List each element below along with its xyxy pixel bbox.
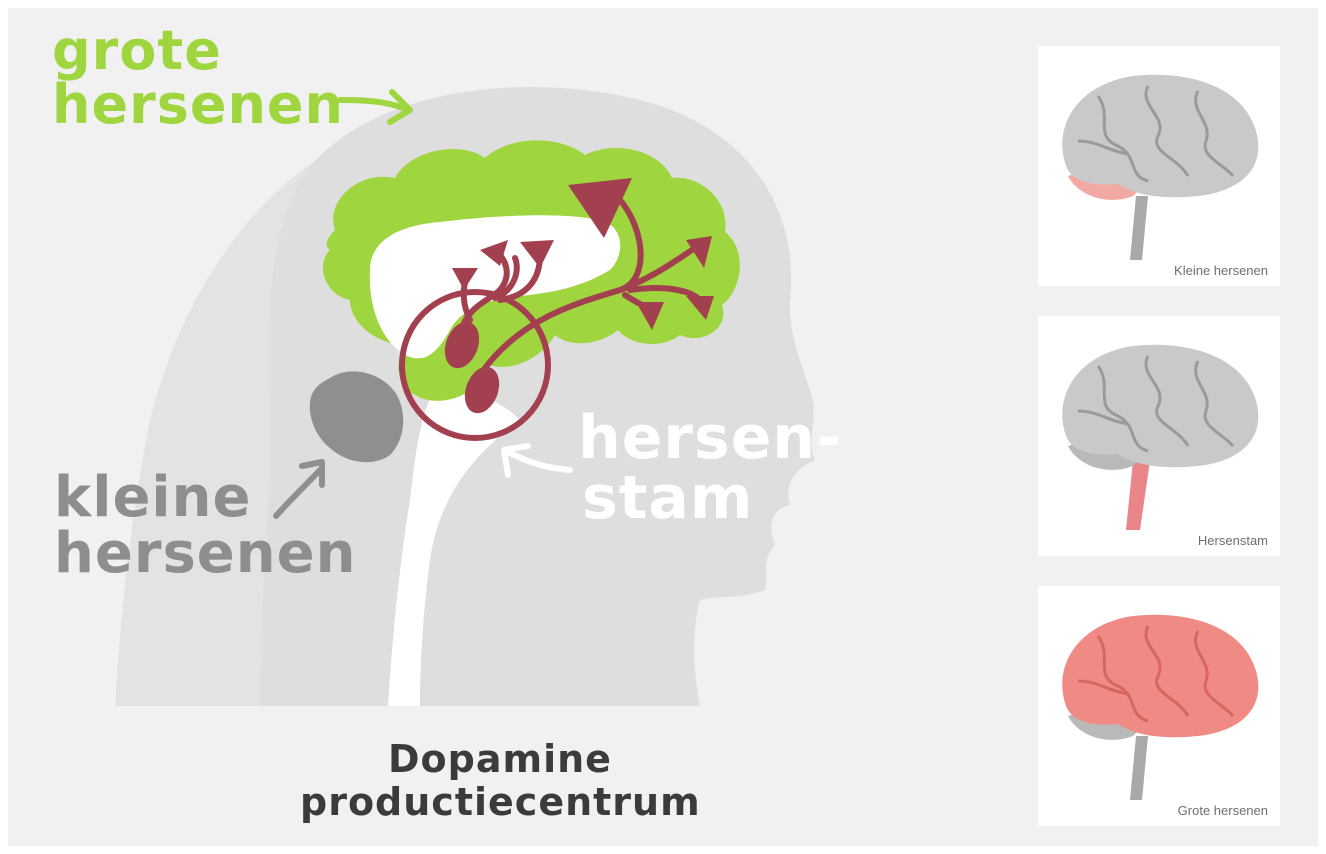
- label-stam-line1: hersen-: [578, 408, 842, 468]
- thumbnail-label: Hersenstam: [1198, 533, 1268, 548]
- label-grote-line1: grote: [52, 24, 344, 78]
- label-grote-line2: hersenen: [52, 78, 344, 132]
- diagram-caption: Dopamine productiecentrum: [300, 738, 700, 823]
- label-kleine-line1: kleine: [54, 470, 357, 526]
- brain-thumbnail-icon: [1038, 586, 1280, 826]
- thumbnail-label: Grote hersenen: [1178, 803, 1268, 818]
- thumbnail-kleine-hersenen[interactable]: Kleine hersenen: [1038, 46, 1280, 286]
- caption-line2: productiecentrum: [300, 781, 700, 824]
- thumbnail-label: Kleine hersenen: [1174, 263, 1268, 278]
- label-grote-hersenen: grote hersenen: [52, 24, 344, 132]
- label-hersenstam: hersen- stam: [578, 408, 842, 528]
- brain-thumbnail-icon: [1038, 316, 1280, 556]
- grote-arrow: [340, 92, 410, 122]
- label-stam-line2: stam: [578, 468, 842, 528]
- thumbnail-grote-hersenen[interactable]: Grote hersenen: [1038, 586, 1280, 826]
- brain-thumbnail-icon: [1038, 46, 1280, 286]
- label-kleine-line2: hersenen: [54, 526, 357, 582]
- caption-line1: Dopamine: [300, 738, 700, 781]
- thumbnail-hersenstam[interactable]: Hersenstam: [1038, 316, 1280, 556]
- label-kleine-hersenen: kleine hersenen: [54, 470, 357, 582]
